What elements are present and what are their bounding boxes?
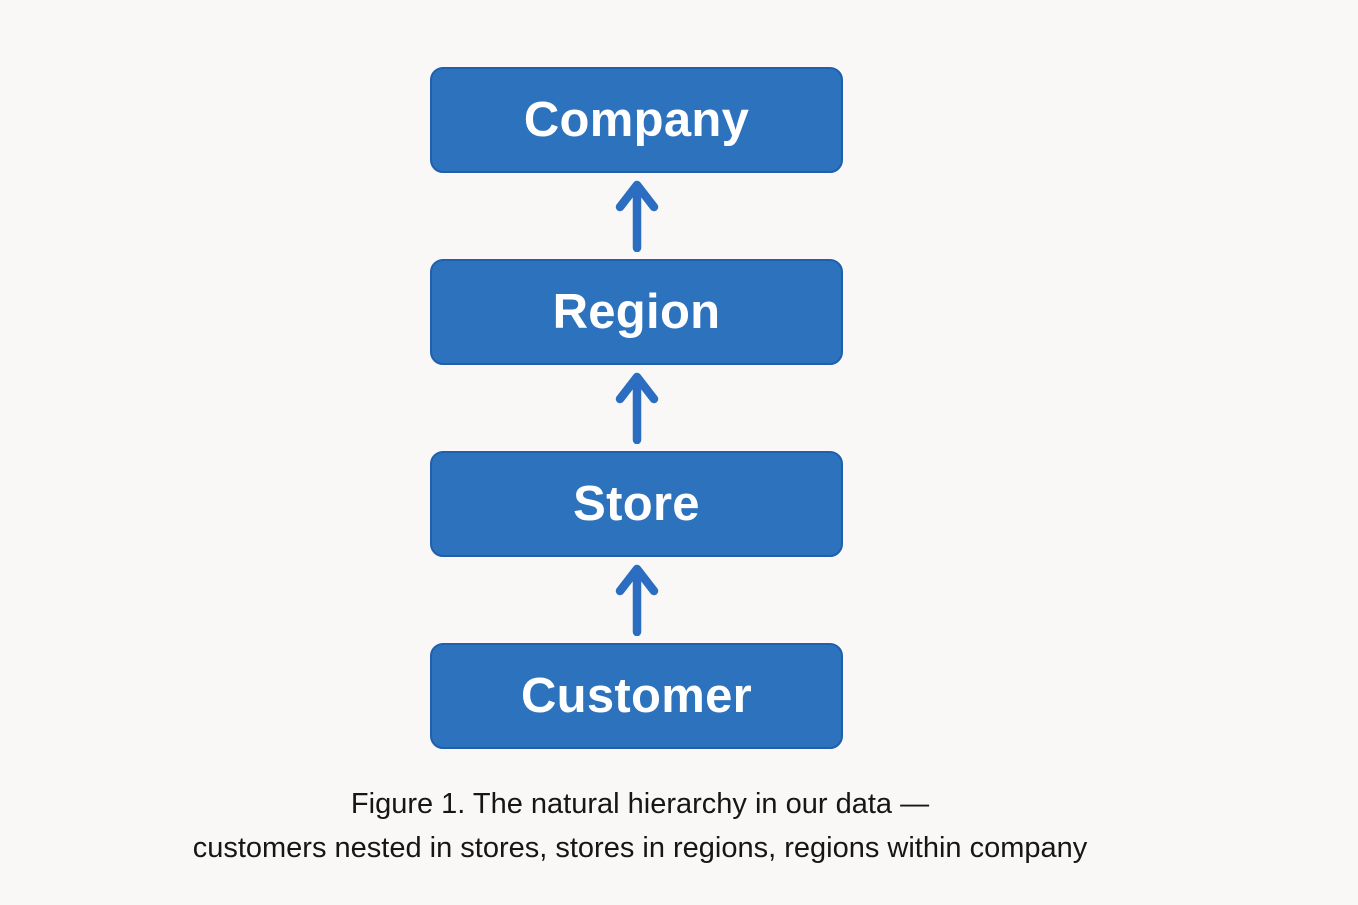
figure-caption: Figure 1. The natural hierarchy in our d… — [0, 782, 1280, 870]
node-store-label: Store — [573, 477, 700, 531]
edge-region-to-company — [430, 173, 843, 259]
caption-line-2: customers nested in stores, stores in re… — [192, 832, 1088, 864]
caption-line-1: Figure 1. The natural hierarchy in our d… — [350, 788, 930, 820]
edge-store-to-region — [430, 365, 843, 451]
node-company: Company — [430, 67, 843, 173]
up-arrow-icon — [615, 564, 658, 636]
node-company-label: Company — [523, 93, 750, 147]
node-customer-label: Customer — [520, 669, 753, 723]
edge-customer-to-store — [430, 557, 843, 643]
up-arrow-icon — [615, 372, 658, 444]
node-region: Region — [430, 259, 843, 365]
hierarchy-diagram: Company Region Store — [430, 67, 843, 749]
node-customer: Customer — [430, 643, 843, 749]
up-arrow-icon — [615, 180, 658, 252]
node-region-label: Region — [552, 285, 721, 339]
node-store: Store — [430, 451, 843, 557]
